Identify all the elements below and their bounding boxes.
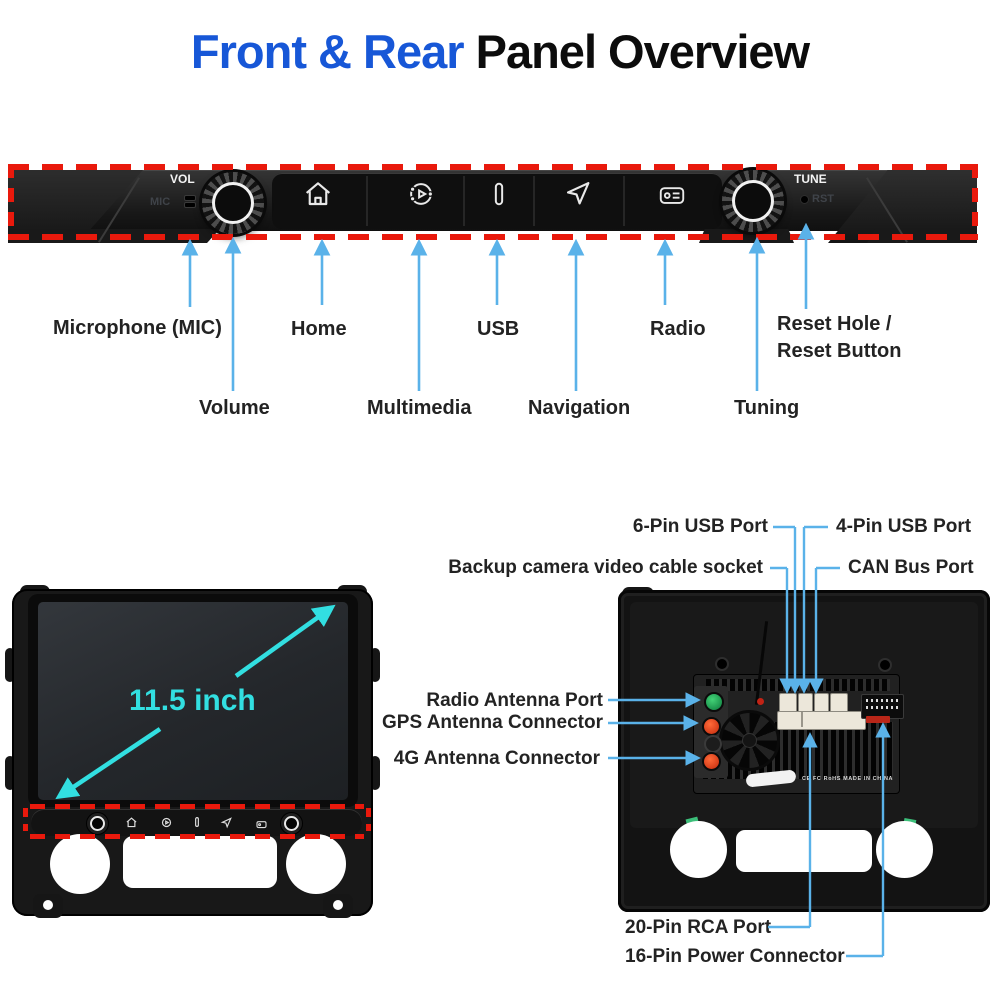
callout-can-bus: CAN Bus Port [848,557,974,578]
climate-knob-cutout [876,821,933,878]
mini-red-dashed-left [23,808,28,831]
antenna-cable-tip [757,698,764,705]
key-divider [366,176,368,226]
key-divider [533,176,535,226]
callout-radio-antenna: Radio Antenna Port [426,690,603,711]
climate-knob-cutout [670,821,727,878]
mini-multimedia-icon [160,816,173,834]
rst-marking: RST [812,193,834,205]
cooling-fan [719,710,780,771]
callout-volume: Volume [199,397,270,419]
center-cutout [123,836,277,888]
red-dashed-outline-right [972,164,978,240]
callout-microphone: Microphone (MIC) [53,317,222,339]
sma-connector [704,735,722,753]
red-dashed-outline-top [8,164,978,170]
navigation-icon [562,177,594,209]
callout-reset: Reset Hole / Reset Button [777,311,901,365]
side-tab [5,648,15,682]
rca-connector [777,711,866,730]
red-dashed-outline-left [8,164,14,240]
connector-pins [866,706,899,709]
connector-pins [866,699,899,702]
callout-navigation: Navigation [528,397,631,419]
callout-rca-port: 20-Pin RCA Port [625,917,772,938]
callout-power-connector: 16-Pin Power Connector [625,946,845,967]
side-tab [370,756,380,790]
side-tab [370,648,380,682]
rear-marking: CE FC RoHS MADE IN CHINA [802,776,894,782]
mount-hole [333,900,343,910]
callout-radio: Radio [650,318,706,340]
climate-knob-cutout [286,834,346,894]
multimedia-icon [405,178,437,210]
4g-antenna-connector [702,752,721,771]
mount-hole [43,900,53,910]
callout-4pin-usb: 4-Pin USB Port [836,516,972,537]
side-tab [5,756,15,790]
callout-multimedia: Multimedia [367,397,472,419]
vol-marking: VOL [170,172,195,186]
tune-knob [722,170,784,232]
mini-usb-icon [191,815,203,834]
mini-red-dashed-top [30,804,364,809]
button-bar [272,173,722,229]
mic-marking: MIC [150,196,171,208]
callout-usb: USB [477,318,520,340]
callout-gps-antenna: GPS Antenna Connector [382,712,603,733]
callout-backup-camera: Backup camera video cable socket [448,557,763,578]
callout-home: Home [291,318,347,340]
callout-reset-line2: Reset Button [777,340,902,362]
radio-icon [656,179,688,209]
home-icon [302,178,334,210]
page-title: Front & Rear Panel Overview [0,24,1000,79]
screen-size-label: 11.5 inch [129,684,256,717]
heatsink-fins [706,679,890,691]
mic-hole [184,195,196,201]
callout-6pin-usb: 6-Pin USB Port [632,516,768,537]
front-callout-lines [181,222,815,391]
radio-antenna-port [704,692,724,712]
mini-red-dashed-right [366,808,371,831]
mini-red-dashed-bottom [30,834,364,839]
reset-hole [800,195,809,204]
climate-knob-cutout [50,834,110,894]
mic-hole [184,202,196,208]
rca-divider [801,712,803,727]
usb-icon [485,179,513,209]
red-dashed-outline-bottom [8,234,978,240]
key-divider [623,176,625,226]
screw [878,658,892,672]
gps-antenna-connector [702,717,721,736]
mini-radio-icon [255,817,268,835]
center-cutout [736,830,872,872]
volume-knob [202,172,264,234]
title-accent: Front & Rear [190,25,465,78]
mini-volume-knob [86,812,109,835]
callout-reset-line1: Reset Hole / [777,313,892,335]
callout-tuning: Tuning [734,397,800,419]
mini-home-icon [125,816,138,834]
mini-navigation-icon [220,816,233,834]
mini-tune-knob [280,812,303,835]
callout-4g-antenna: 4G Antenna Connector [393,748,600,769]
screw [715,657,729,671]
key-divider [463,176,465,226]
title-rest: Panel Overview [463,25,810,78]
tune-marking: TUNE [794,172,827,186]
power-connector-red-tab [866,716,890,723]
